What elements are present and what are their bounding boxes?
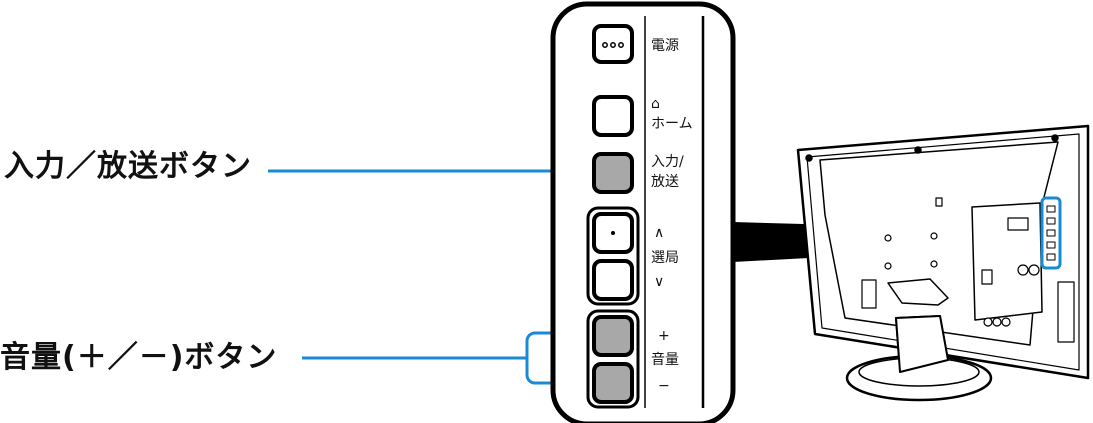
input-label-line1: 入力/ [651,154,684,170]
callout-input-broadcast-button-label: 入力／放送ボタン [4,149,252,184]
home-button[interactable] [592,95,634,137]
channel-up-symbol: ∧ [654,225,664,241]
power-label: 電源 [651,38,679,54]
channel-down-button[interactable] [592,259,634,301]
volume-plus-symbol: + [658,328,670,344]
home-icon: ⌂ [651,96,660,112]
tv-rear-view [796,124,1090,402]
channel-up-button[interactable] [592,212,634,254]
home-label: ホーム [651,116,693,132]
volume-minus-button[interactable] [592,362,634,404]
callout-volume-button-label: 音量(＋／－)ボタン [0,340,278,375]
channel-down-symbol: ∨ [654,274,664,290]
input-broadcast-button[interactable] [592,152,634,194]
volume-label: 音量 [651,351,679,368]
button-panel-closeup [550,1,736,423]
power-button[interactable] [592,24,634,64]
input-label-line2: 放送 [651,174,679,190]
volume-minus-symbol: − [658,378,670,394]
channel-label: 選局 [651,250,679,266]
volume-plus-button[interactable] [592,315,634,357]
